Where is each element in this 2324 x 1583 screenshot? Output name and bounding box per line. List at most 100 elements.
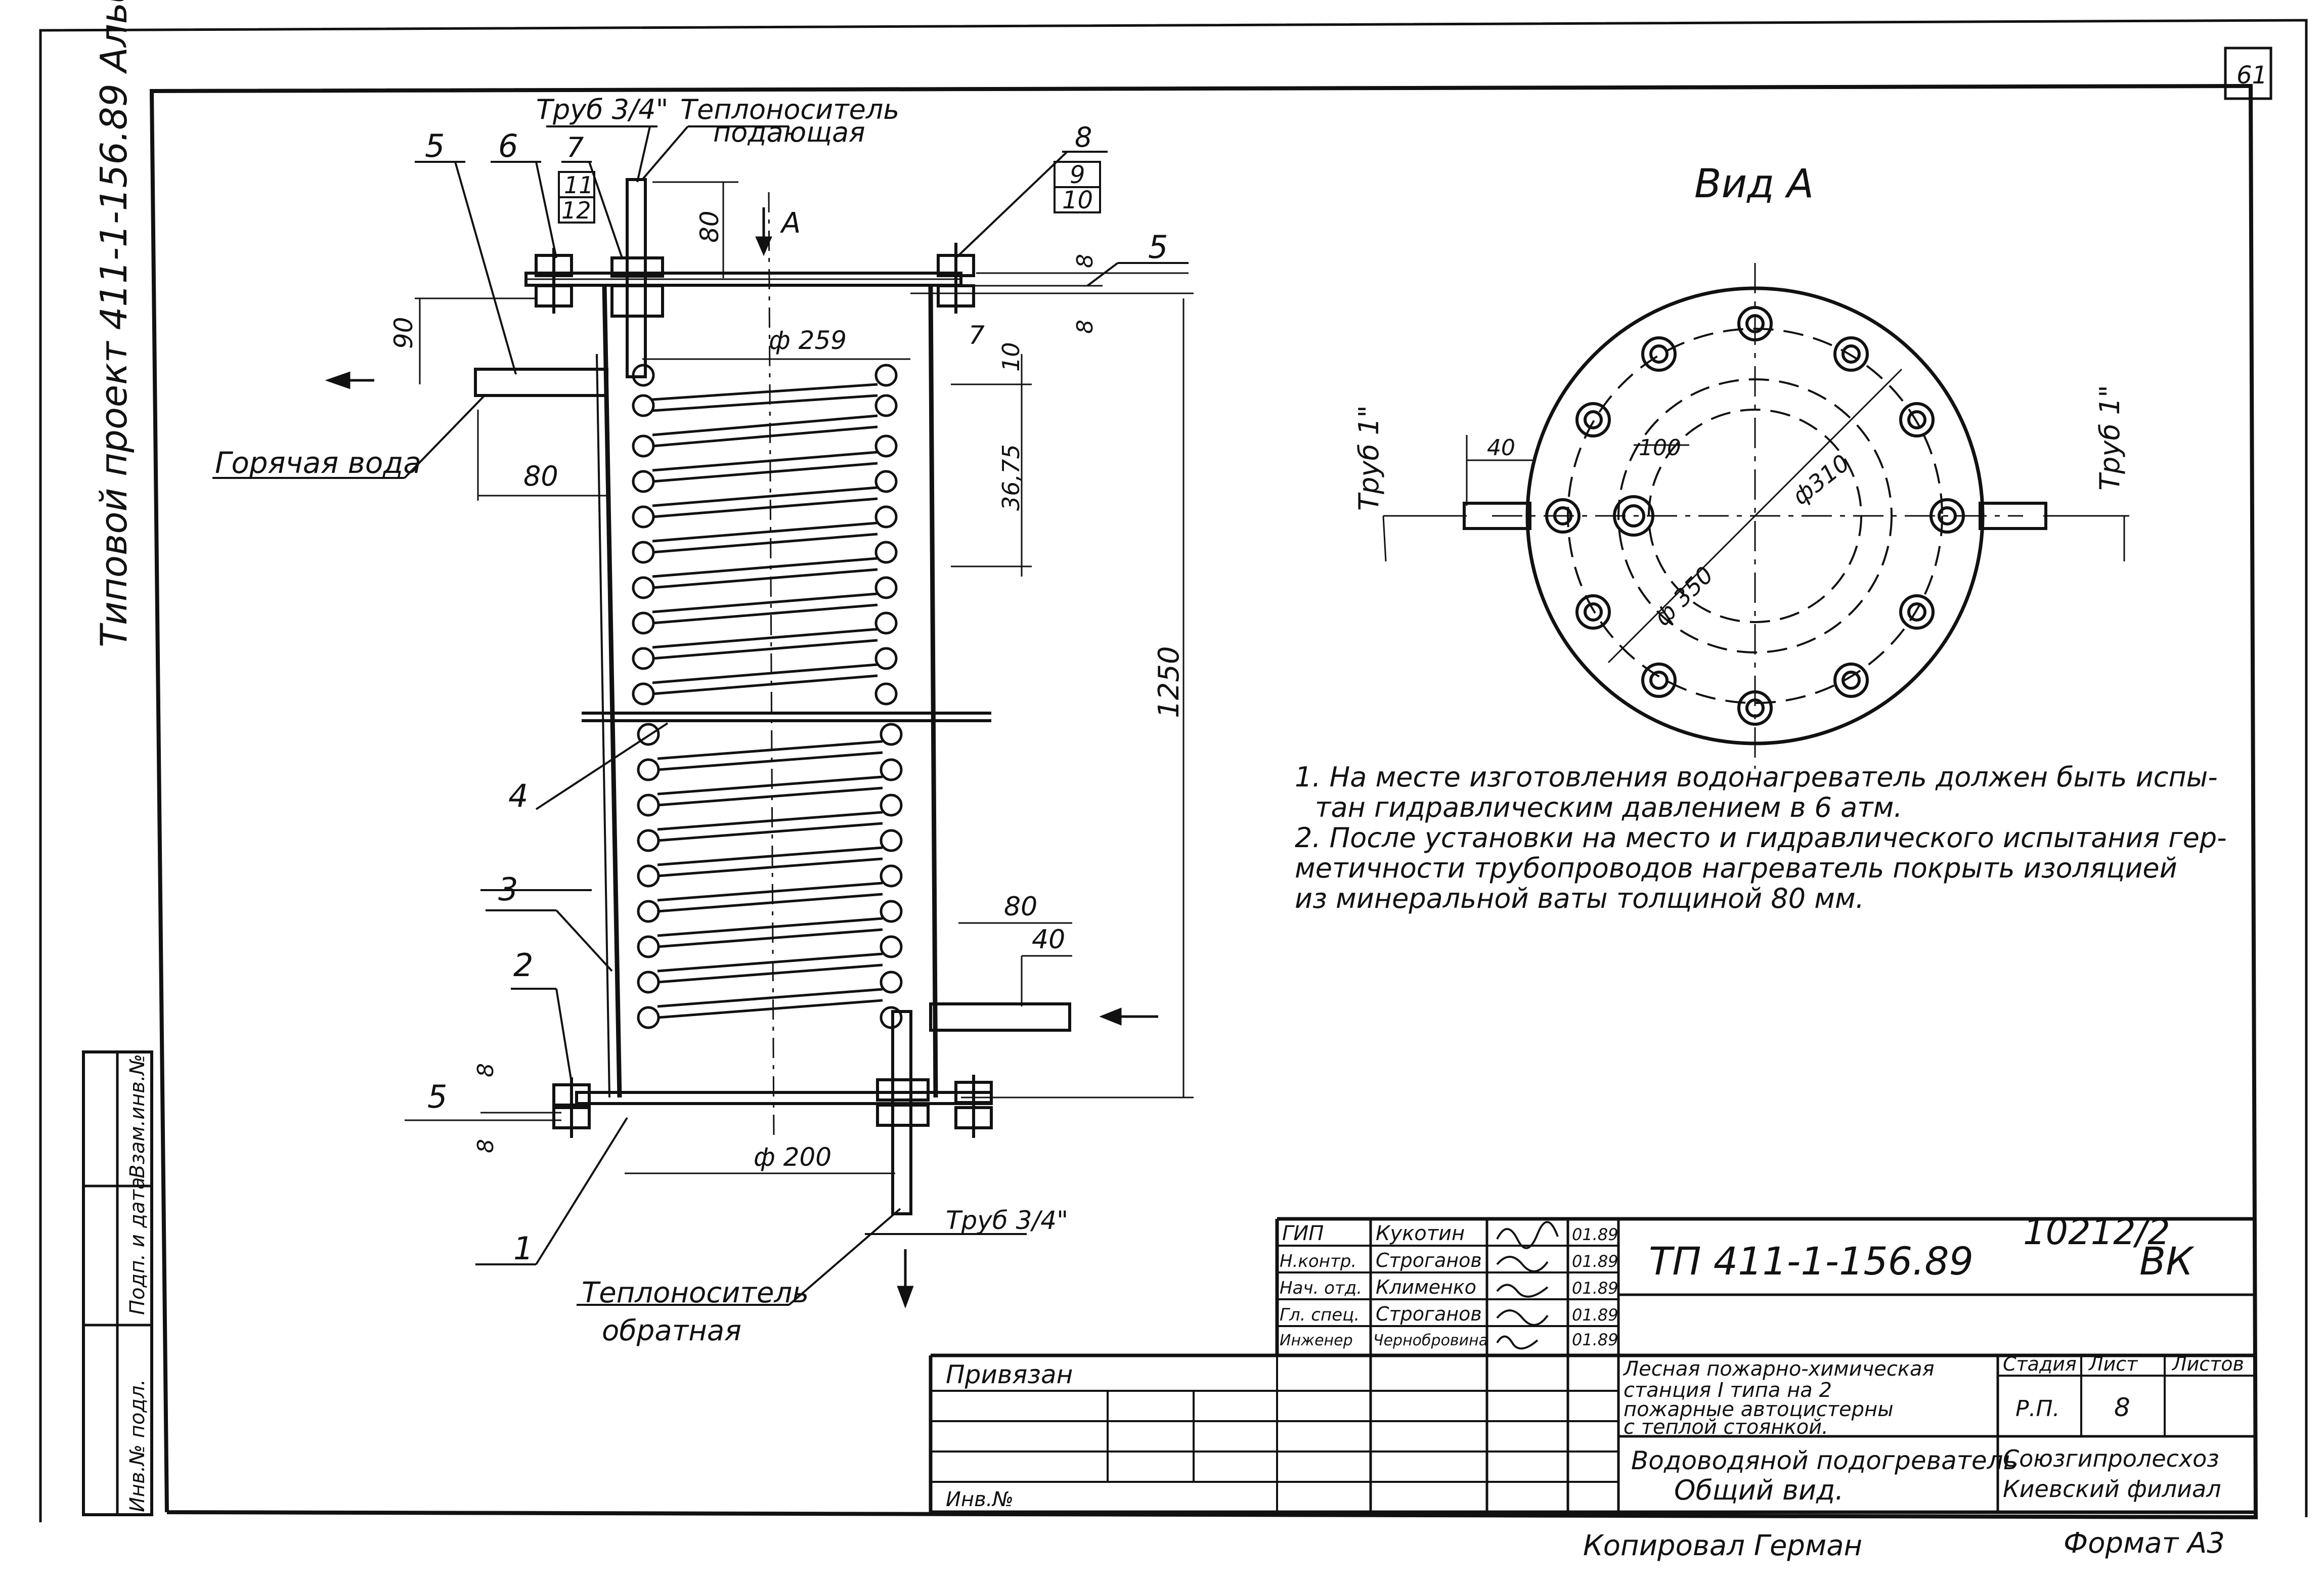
dim-8-bottom-b: 8	[473, 1139, 499, 1153]
strip-inv-label: Инв.№ подл.	[126, 1379, 149, 1512]
callout-12: 12	[561, 197, 591, 224]
inv-label: Инв.№	[946, 1488, 1014, 1511]
sig-role-1: Н.контр.	[1280, 1251, 1356, 1271]
view-a-pipe-right: Труб 1"	[2094, 385, 2126, 491]
sheet-frame: 61	[39, 19, 2308, 1522]
hot-water-label: Горячая вода	[215, 446, 421, 480]
dim-8-top-b: 8	[1072, 320, 1098, 334]
dim-8-bottom-a: 8	[473, 1063, 499, 1077]
dimension-lines	[405, 181, 1194, 1174]
view-a-bolts	[1545, 306, 1965, 726]
sheet-value: 8	[2114, 1393, 2130, 1422]
coolant-supply-line2: подающая	[713, 116, 865, 148]
bolt-bottom-right	[954, 1075, 993, 1138]
notes: 1. На месте изготовления водонагреватель…	[1295, 761, 2227, 914]
bolt-top-right	[937, 243, 975, 314]
pipe-bottom-label: Труб 3/4"	[946, 1206, 1068, 1235]
coolant-supply-line1: Теплоноситель	[680, 94, 899, 125]
callout-6: 6	[498, 127, 518, 164]
dim-90: 90	[389, 317, 418, 349]
callout-10: 10	[1062, 186, 1093, 214]
bolt-bottom-mid	[876, 1078, 930, 1127]
coolant-return-line1: Теплоноситель	[582, 1277, 809, 1309]
view-a-dim-100: 100	[1639, 435, 1681, 461]
section-mark-a: А	[780, 207, 801, 240]
callout-5-right: 5	[1148, 229, 1168, 266]
callout-8: 8	[1075, 121, 1092, 153]
callout-7: 7	[566, 131, 584, 163]
bolt-top-left	[535, 248, 573, 314]
sig-name-1: Строганов	[1376, 1249, 1482, 1271]
dim-7: 7	[969, 321, 985, 350]
sheet-format: Формат А3	[2064, 1527, 2225, 1560]
sig-name-3: Строганов	[1376, 1303, 1482, 1325]
view-a-dim-phi310: ф310	[1787, 449, 1855, 510]
dim-phi-200: ф 200	[754, 1142, 831, 1172]
note-line-5: из минеральной ваты толщиной 80 мм.	[1295, 883, 1864, 914]
note-line-4: метичности трубопроводов нагреватель пок…	[1295, 852, 2177, 884]
callout-2: 2	[513, 947, 533, 984]
callout-9: 9	[1070, 161, 1085, 189]
callout-11: 11	[564, 171, 594, 199]
sig-name-0: Кукотин	[1376, 1222, 1465, 1245]
project-line-4: с теплой стоянкой.	[1624, 1416, 1828, 1439]
bolt-top-mid	[610, 256, 664, 318]
strip-replace-label: Взам.инв.№	[126, 1054, 149, 1178]
note-line-2: тан гидравлическим давлением в 6 атм.	[1315, 792, 1903, 823]
callout-boxes	[558, 161, 1101, 224]
sig-role-2: Нач. отд.	[1280, 1278, 1362, 1298]
copied-by: Копировал Герман	[1583, 1529, 1862, 1562]
sig-date-3: 01.89	[1572, 1305, 1618, 1325]
callout-4: 4	[508, 777, 528, 814]
callout-leaders	[212, 125, 1189, 1306]
signature-table: ГИП Кукотин 01.89 Н.контр. Строганов 01.…	[1280, 1221, 1618, 1350]
title-block	[929, 1217, 2256, 1514]
dim-40-right: 40	[1032, 925, 1065, 955]
strip-sign-label: Подп. и дата	[126, 1177, 149, 1315]
callout-1: 1	[513, 1230, 533, 1267]
callout-5-top-left: 5	[425, 127, 445, 164]
sig-role-3: Гл. спец.	[1280, 1305, 1360, 1325]
drawing-title-line-2: Общий вид.	[1674, 1474, 1844, 1506]
note-line-1: 1. На месте изготовления водонагреватель…	[1295, 761, 2218, 793]
coil-upper	[632, 364, 898, 706]
sig-date-0: 01.89	[1572, 1225, 1618, 1244]
drawing-title-line-1: Водоводяной подогреватель	[1631, 1446, 2018, 1475]
flow-arrows	[325, 207, 1158, 1309]
sig-date-2: 01.89	[1572, 1279, 1618, 1298]
org-line-1: Союзгипролесхоз	[2003, 1445, 2219, 1472]
stage-value: Р.П.	[2015, 1396, 2060, 1422]
sig-name-2: Клименко	[1376, 1276, 1476, 1298]
callout-3: 3	[498, 871, 518, 908]
sheets-header: Листов	[2171, 1353, 2244, 1375]
left-binding-strip: Инв.№ подл. Подп. и дата Взам.инв.№	[82, 1050, 153, 1516]
heater-main-view: Труб 3/4" Теплоноситель подающая Горячая…	[212, 94, 1194, 1347]
org-line-2: Киевский филиал	[2003, 1475, 2221, 1503]
dim-80-top: 80	[695, 210, 724, 243]
sheet-header: Лист	[2088, 1353, 2138, 1375]
pipe-top-label: Труб 3/4"	[536, 94, 668, 125]
view-a-dim-phi350: ф 350	[1649, 561, 1719, 631]
sig-date-4: 01.89	[1572, 1330, 1618, 1349]
project-line-3: пожарные автоцистерны	[1624, 1398, 1894, 1421]
dim-phi-259: ф 259	[769, 326, 847, 355]
sig-name-4: Чернобровина	[1373, 1332, 1488, 1349]
view-a-title: Вид А	[1694, 161, 1814, 207]
drawing-code: ТП 411-1-156.89	[1649, 1239, 1974, 1284]
callout-5-bottom: 5	[427, 1078, 447, 1115]
sig-date-1: 01.89	[1572, 1252, 1618, 1271]
view-a-pipe-left: Труб 1"	[1353, 405, 1385, 511]
sig-role-4: Инженер	[1280, 1332, 1353, 1349]
note-line-3: 2. После установки на место и гидравличе…	[1295, 822, 2227, 854]
dim-10: 10	[997, 342, 1025, 372]
page-number: 61	[2237, 61, 2267, 90]
handwritten-signatures	[1496, 1221, 1559, 1350]
project-line-1: Лесная пожарно-химическая	[1623, 1357, 1935, 1381]
drawing-mark: ВК	[2139, 1239, 2195, 1284]
project-line-2: станция I типа на 2	[1624, 1379, 1832, 1402]
bolt-bottom-left	[552, 1077, 591, 1138]
dim-pitch: 36,75	[997, 444, 1025, 511]
coil-lower	[637, 723, 903, 1029]
dim-80-right: 80	[1004, 892, 1037, 922]
